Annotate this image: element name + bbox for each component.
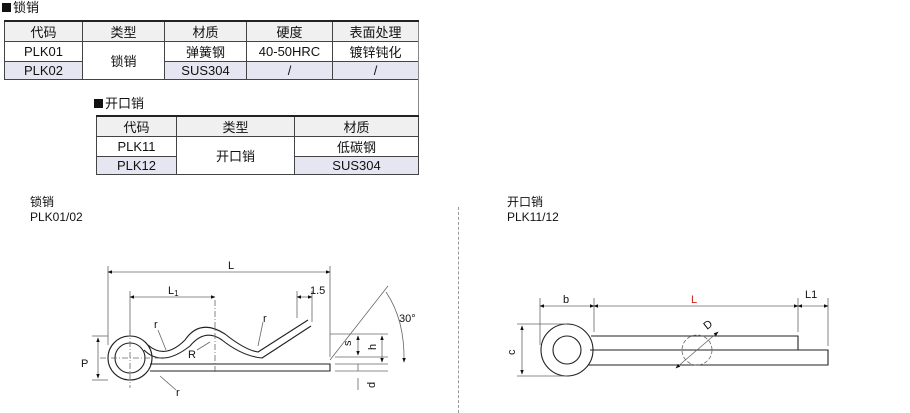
dim-D-label: D bbox=[701, 318, 715, 332]
table-header-row: 代码 类型 材质 硬度 表面处理 bbox=[4, 20, 419, 42]
cell-material: SUS304 bbox=[294, 156, 419, 175]
cell-code: PLK12 bbox=[96, 156, 177, 175]
caption-code: PLK01/02 bbox=[30, 210, 83, 224]
dim-L-label: L bbox=[691, 294, 697, 306]
table-row: PLK02 SUS304 / / bbox=[4, 61, 419, 80]
cell-code: PLK01 bbox=[4, 41, 83, 62]
dim-r-label: r bbox=[154, 319, 158, 331]
caption-name: 锁销 bbox=[30, 195, 55, 209]
lock-pin-drawing: L L1 1.5 30° r r r R P s h d bbox=[81, 260, 416, 399]
dim-d-label: d bbox=[366, 382, 378, 388]
cotter-pin-outline bbox=[540, 323, 829, 377]
lock-pin-title: 锁销 bbox=[2, 1, 39, 15]
lock-pin-outline bbox=[107, 319, 331, 381]
dim-r-label: r bbox=[176, 387, 180, 399]
dim-1-5-label: 1.5 bbox=[310, 285, 325, 297]
table-row: PLK12 SUS304 bbox=[96, 156, 419, 175]
dim-R-label: R bbox=[188, 349, 196, 361]
cell-code: PLK02 bbox=[4, 61, 83, 80]
header-material: 材质 bbox=[164, 20, 247, 42]
table-side-rule bbox=[418, 22, 419, 172]
square-bullet-icon bbox=[94, 99, 103, 108]
dim-P-label: P bbox=[81, 358, 88, 370]
header-type: 类型 bbox=[82, 20, 165, 42]
right-diagram-caption: 开口销 PLK11/12 bbox=[507, 195, 559, 225]
dimension-lines bbox=[92, 266, 406, 391]
header-surface: 表面处理 bbox=[332, 20, 419, 42]
cell-material: 低碳钢 bbox=[294, 136, 419, 157]
cotter-pin-drawing: b L L1 D c bbox=[506, 289, 829, 377]
diagram-divider bbox=[458, 207, 459, 413]
dim-L1-label: L1 bbox=[168, 285, 179, 298]
dim-b-label: b bbox=[563, 294, 569, 306]
cotter-pin-table: 代码 类型 材质 PLK11 开口销 低碳钢 PLK12 SUS304 bbox=[96, 115, 419, 175]
caption-name: 开口销 bbox=[507, 195, 544, 209]
dim-angle-label: 30° bbox=[399, 313, 416, 325]
header-hardness: 硬度 bbox=[246, 20, 333, 42]
lock-pin-table: 代码 类型 材质 硬度 表面处理 PLK01 锁销 弹簧钢 40-50HRC 镀… bbox=[4, 20, 419, 80]
header-material: 材质 bbox=[294, 115, 419, 137]
cotter-pin-title: 开口销 bbox=[94, 97, 144, 111]
cell-surface: 镀锌钝化 bbox=[332, 41, 419, 62]
square-bullet-icon bbox=[2, 3, 11, 12]
caption-code: PLK11/12 bbox=[507, 210, 559, 224]
dim-r-label: r bbox=[263, 313, 267, 325]
left-diagram-caption: 锁销 PLK01/02 bbox=[30, 195, 83, 225]
cell-hardness: / bbox=[246, 61, 333, 80]
dim-L-label: L bbox=[228, 260, 234, 272]
dim-h-label: h bbox=[367, 344, 379, 350]
dim-L1-label: L1 bbox=[805, 289, 817, 301]
cell-surface: / bbox=[332, 61, 419, 80]
cell-hardness: 40-50HRC bbox=[246, 41, 333, 62]
dim-s-label: s bbox=[342, 340, 354, 346]
cell-type: 开口销 bbox=[176, 136, 295, 175]
table-header-row: 代码 类型 材质 bbox=[96, 115, 419, 137]
table-row: PLK01 锁销 弹簧钢 40-50HRC 镀锌钝化 bbox=[4, 41, 419, 80]
dim-c-label: c bbox=[506, 349, 518, 355]
dimension-lines bbox=[517, 298, 829, 377]
cell-material: SUS304 bbox=[164, 61, 247, 80]
header-code: 代码 bbox=[96, 115, 177, 137]
